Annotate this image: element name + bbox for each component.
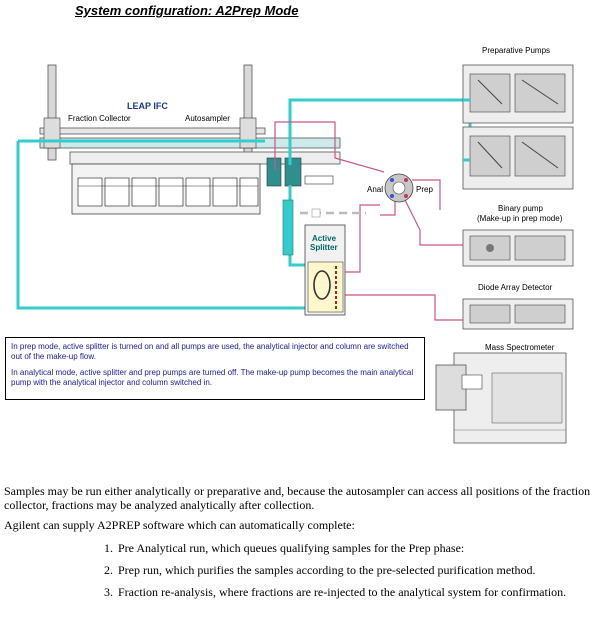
active-splitter (304, 224, 346, 316)
steps-list: Pre Analytical run, which queues qualify… (96, 541, 600, 607)
autosampler-label: Autosampler (185, 114, 230, 123)
pink-flow-lines (274, 121, 465, 321)
paragraph-samples: Samples may be run either analytically o… (4, 484, 591, 512)
binary-pump-label: Binary pump (498, 204, 543, 213)
leap-ifc-label: LEAP IFC (127, 101, 168, 111)
mass-spectrometer-label: Mass Spectrometer (485, 343, 555, 352)
binary-pump-sublabel: (Make-up in prep mode) (477, 214, 563, 223)
prep-mode-note: In prep mode, active splitter is turned … (11, 342, 409, 361)
preparative-pumps-label: Preparative Pumps (482, 46, 551, 55)
binary-pump (462, 229, 574, 267)
page-title: System configuration: A2Prep Mode (75, 3, 299, 18)
paragraph-agilent: Agilent can supply A2PREP software which… (4, 518, 355, 532)
mass-spectrometer (435, 352, 567, 444)
prep-port-label: Prep (416, 185, 433, 194)
preparative-pump-2 (462, 126, 574, 190)
analytical-mode-note: In analytical mode, active splitter and … (11, 368, 414, 387)
system-diagram (16, 64, 574, 330)
list-item: Fraction re-analysis, where fractions ar… (116, 585, 600, 599)
mode-notes-box: In prep mode, active splitter is turned … (5, 337, 425, 400)
preparative-pump-1 (462, 64, 574, 124)
fraction-collector-tray (71, 163, 261, 215)
list-item: Pre Analytical run, which queues qualify… (116, 541, 600, 555)
fraction-collector-label: Fraction Collector (68, 114, 131, 123)
list-item: Prep run, which purifies the samples acc… (116, 563, 600, 577)
active-splitter-sublabel: Splitter (310, 243, 338, 252)
active-splitter-label: Active (312, 234, 337, 243)
anal-port-label: Anal (367, 185, 384, 194)
diode-array-detector (462, 298, 574, 330)
diode-array-label: Diode Array Detector (478, 283, 553, 292)
